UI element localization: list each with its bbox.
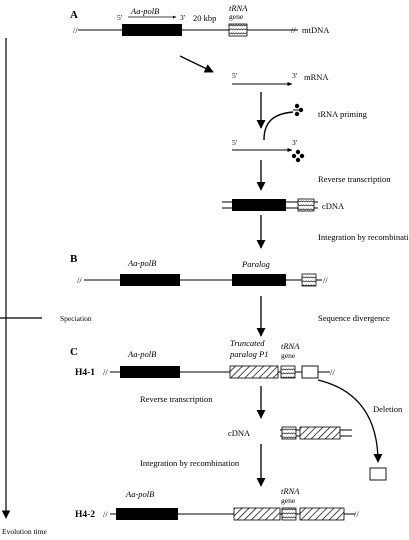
b-paralog-label: Paralog [241,259,270,269]
cdna-label-a: cDNA [322,201,345,211]
b-aapolb-box [120,274,180,286]
c-aapolb-label: Aa-polB [127,349,156,359]
primed-three-label: 3' [292,138,298,147]
aapolb-label: Aa-polB [130,6,159,16]
c-gene-label: gene [281,351,296,360]
break-mark: // [323,275,328,285]
panel-c-label: C [70,346,78,358]
break-mark: // [330,367,335,377]
b-paralog-box [232,274,286,286]
break-mark: // [103,367,108,377]
deleted-segment-box [369,467,387,481]
sequence-divergence-label: Sequence divergence [318,313,390,323]
evolution-time-label: Evolution time [2,527,47,536]
break-mark: // [103,509,108,519]
c-deleted-segment-box [301,365,319,379]
h42-trna-label: tRNA [281,486,300,496]
break-mark: // [291,25,296,35]
h42-truncated-box-2 [299,507,345,521]
speciation-label: Speciation [60,314,92,323]
h42-aapolb-box [116,508,178,520]
h42-trna-box [281,507,297,521]
row-h42-label: H4-2 [75,510,95,520]
reverse-transcription-label-c: Reverse transcription [140,394,213,404]
panel-a-label: A [70,9,78,21]
trna-gene-box [228,23,248,37]
break-mark: // [354,509,359,519]
cdna-c-truncated-box [299,426,341,440]
distance-label: 20 kbp [193,13,216,23]
trna-label: tRNA [229,3,248,13]
b-trna-box [301,273,317,287]
c-trna-label: tRNA [281,341,300,351]
cdna-paralog-box [232,199,286,211]
cdna-trna-box [297,198,315,212]
trna-priming-curve [263,111,294,141]
panel-b-label: B [70,253,78,265]
break-mark: // [77,275,82,285]
c-aapolb-box [120,366,180,378]
row-h41-label: H4-1 [75,368,95,378]
three-prime-label: 3' [180,13,186,22]
trna-cloverleaf-icon [291,149,305,163]
mrna-three-label: 3' [292,71,298,80]
h42-truncated-box-1 [233,507,281,521]
mrna-five-label: 5' [232,71,238,80]
transcription-arrow [179,55,214,73]
h42-aapolb-label: Aa-polB [125,489,154,499]
reverse-transcription-label-a: Reverse transcription [318,174,391,184]
five-prime-label: 5' [117,13,123,22]
h42-gene-label: gene [281,496,296,505]
b-aapolb-label: Aa-polB [127,258,156,268]
deletion-arrow [317,379,383,463]
primed-five-label: 5' [232,138,238,147]
aapolb-gene-box [122,24,182,36]
deletion-label: Deletion [373,404,403,414]
cdna-label-c: cDNA [228,428,251,438]
truncated-paralog-box [229,365,279,379]
c-trna-box [280,365,296,379]
trna-cloverleaf-icon [293,103,304,117]
gene-label: gene [229,12,244,21]
integration-label-c: Integration by recombination [140,458,240,468]
cdna-c-trna-box [281,426,297,440]
mrna-label: mRNA [304,72,329,82]
integration-label-a: Integration by recombination [318,232,409,242]
mtdna-label: mtDNA [302,25,330,35]
truncated-label-1: Truncated [230,338,265,348]
truncated-label-2: paralog P1 [229,349,269,359]
trna-priming-label: tRNA priming [318,109,368,119]
break-mark: // [73,25,78,35]
